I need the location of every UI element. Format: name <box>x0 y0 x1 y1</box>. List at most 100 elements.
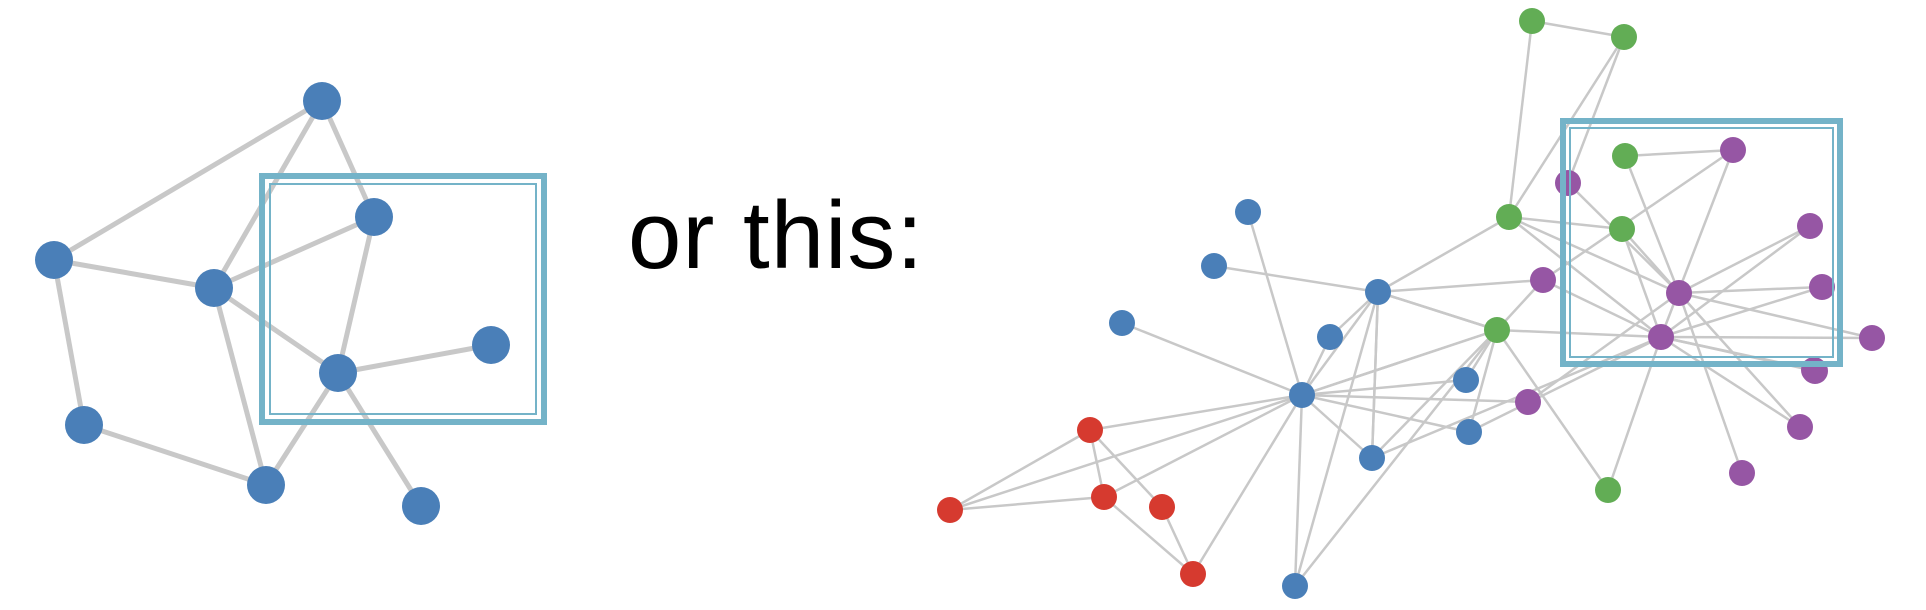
large-network-node-b1 <box>1235 199 1261 225</box>
large-network-edge-b1-b6 <box>1246 211 1304 396</box>
large-network-selection-box <box>1560 118 1843 367</box>
small-network-node-n3 <box>195 269 233 307</box>
large-network-node-p12 <box>1729 460 1755 486</box>
large-network-edge-p4-p7 <box>1660 285 1823 339</box>
large-network-edge-r1-r2 <box>949 428 1091 512</box>
small-network-nodes <box>35 82 510 525</box>
large-network-node-r2 <box>937 497 963 523</box>
large-network-node-g2 <box>1611 24 1637 50</box>
small-network-node-n5 <box>65 406 103 444</box>
large-network-node-p3 <box>1797 213 1823 239</box>
large-network-edge-b6-r2 <box>949 393 1303 512</box>
large-network-edge-g6-g7 <box>1495 329 1610 491</box>
large-network-edge-g4-p7 <box>1508 216 1662 338</box>
large-network-edge-b9-p7 <box>1468 335 1662 434</box>
large-network-edge-p6-p8 <box>1678 291 1873 340</box>
large-network-node-r4 <box>1149 494 1175 520</box>
large-network-node-g5 <box>1609 216 1635 242</box>
small-network-node-n2 <box>35 241 73 279</box>
large-network-edge-b6-b9 <box>1301 393 1470 434</box>
large-network-node-b8 <box>1359 445 1385 471</box>
small-network-edge-n2-n5 <box>51 259 87 426</box>
large-network-node-b9 <box>1456 419 1482 445</box>
small-network <box>35 82 547 525</box>
large-network-edge-b6-r5 <box>1191 394 1304 575</box>
large-network-node-b6 <box>1289 382 1315 408</box>
large-network-edge-b6-b10 <box>1293 394 1304 587</box>
large-network-edge-p3-p7 <box>1660 224 1811 339</box>
small-network-edges <box>51 98 492 508</box>
large-network-edges <box>949 19 1873 587</box>
large-network-node-g7 <box>1595 477 1621 503</box>
small-network-selection-box <box>259 173 547 425</box>
small-network-edge-n1-n2 <box>52 98 324 263</box>
large-network-node-b3 <box>1109 310 1135 336</box>
large-network-node-g4 <box>1496 204 1522 230</box>
large-network-node-b10 <box>1282 573 1308 599</box>
large-network-node-b4 <box>1317 324 1343 350</box>
large-network-node-b7 <box>1453 367 1479 393</box>
large-network-node-p4 <box>1809 274 1835 300</box>
large-network-edge-g2-p2 <box>1566 36 1626 184</box>
small-network-node-n1 <box>303 82 341 120</box>
large-network-edge-b5-p5 <box>1377 278 1544 294</box>
large-network-node-r3 <box>1091 484 1117 510</box>
large-network-node-p9 <box>1515 389 1541 415</box>
large-network-node-p1 <box>1720 137 1746 163</box>
large-network-edge-b6-p9 <box>1301 393 1529 404</box>
small-network-node-n7 <box>247 466 285 504</box>
large-network <box>937 8 1885 599</box>
large-network-edge-b5-g6 <box>1377 290 1498 332</box>
large-network-node-g1 <box>1519 8 1545 34</box>
large-network-edge-b5-b10 <box>1293 291 1380 587</box>
large-network-edge-g5-p7 <box>1620 228 1663 338</box>
large-network-node-p6 <box>1666 280 1692 306</box>
large-network-node-p8 <box>1859 325 1885 351</box>
large-network-edge-r2-r3 <box>949 495 1105 512</box>
large-network-edge-p6-p9 <box>1527 291 1680 404</box>
large-network-edge-b3-b6 <box>1121 321 1303 397</box>
small-network-node-n6 <box>319 354 357 392</box>
large-network-edge-r3-r5 <box>1103 496 1194 575</box>
large-network-edge-g6-p7 <box>1496 328 1662 339</box>
small-network-node-n9 <box>402 487 440 525</box>
large-network-edge-b2-b5 <box>1213 264 1379 294</box>
small-network-edge-n1-n4 <box>319 99 377 219</box>
small-network-edge-n3-n6 <box>212 285 340 376</box>
small-network-edge-n3-n7 <box>211 287 269 486</box>
large-network-edge-g3-p6 <box>1623 155 1681 294</box>
small-network-node-n8 <box>472 326 510 364</box>
large-network-edge-g2-g4 <box>1507 36 1626 218</box>
small-network-edge-n4-n6 <box>335 216 377 374</box>
large-network-edge-g4-p6 <box>1508 215 1680 295</box>
large-network-edge-g1-g4 <box>1507 20 1534 218</box>
large-network-node-b2 <box>1201 253 1227 279</box>
small-network-edge-n6-n7 <box>263 371 341 487</box>
large-network-edge-g4-b5 <box>1377 215 1510 294</box>
large-network-edge-b8-b5 <box>1370 291 1380 459</box>
large-network-edge-p6-p12 <box>1677 292 1744 474</box>
large-network-node-p5 <box>1530 267 1556 293</box>
large-network-edge-b6-g6 <box>1301 328 1498 397</box>
small-network-edge-n1-n3 <box>211 99 325 290</box>
small-network-edge-n5-n7 <box>83 422 267 488</box>
large-network-node-p11 <box>1787 414 1813 440</box>
large-network-node-g3 <box>1612 143 1638 169</box>
large-network-edge-b8-g6 <box>1371 329 1498 459</box>
large-network-edge-g1-g2 <box>1531 19 1625 39</box>
small-network-edge-n2-n3 <box>53 257 215 291</box>
large-network-node-b5 <box>1365 279 1391 305</box>
large-network-edge-p3-p6 <box>1678 224 1811 295</box>
large-network-edge-p4-p6 <box>1678 285 1823 295</box>
large-network-edge-r1-r4 <box>1089 429 1163 508</box>
small-network-edge-n3-n4 <box>212 214 376 291</box>
large-network-edge-b6-r1 <box>1089 393 1303 432</box>
large-network-node-r5 <box>1180 561 1206 587</box>
large-network-node-g6 <box>1484 317 1510 343</box>
large-network-edge-p7-p11 <box>1660 335 1801 429</box>
caption-text: or this: <box>628 182 925 289</box>
small-network-node-n4 <box>355 198 393 236</box>
large-network-node-p7 <box>1648 324 1674 350</box>
large-network-edge-b9-g6 <box>1467 329 1499 433</box>
